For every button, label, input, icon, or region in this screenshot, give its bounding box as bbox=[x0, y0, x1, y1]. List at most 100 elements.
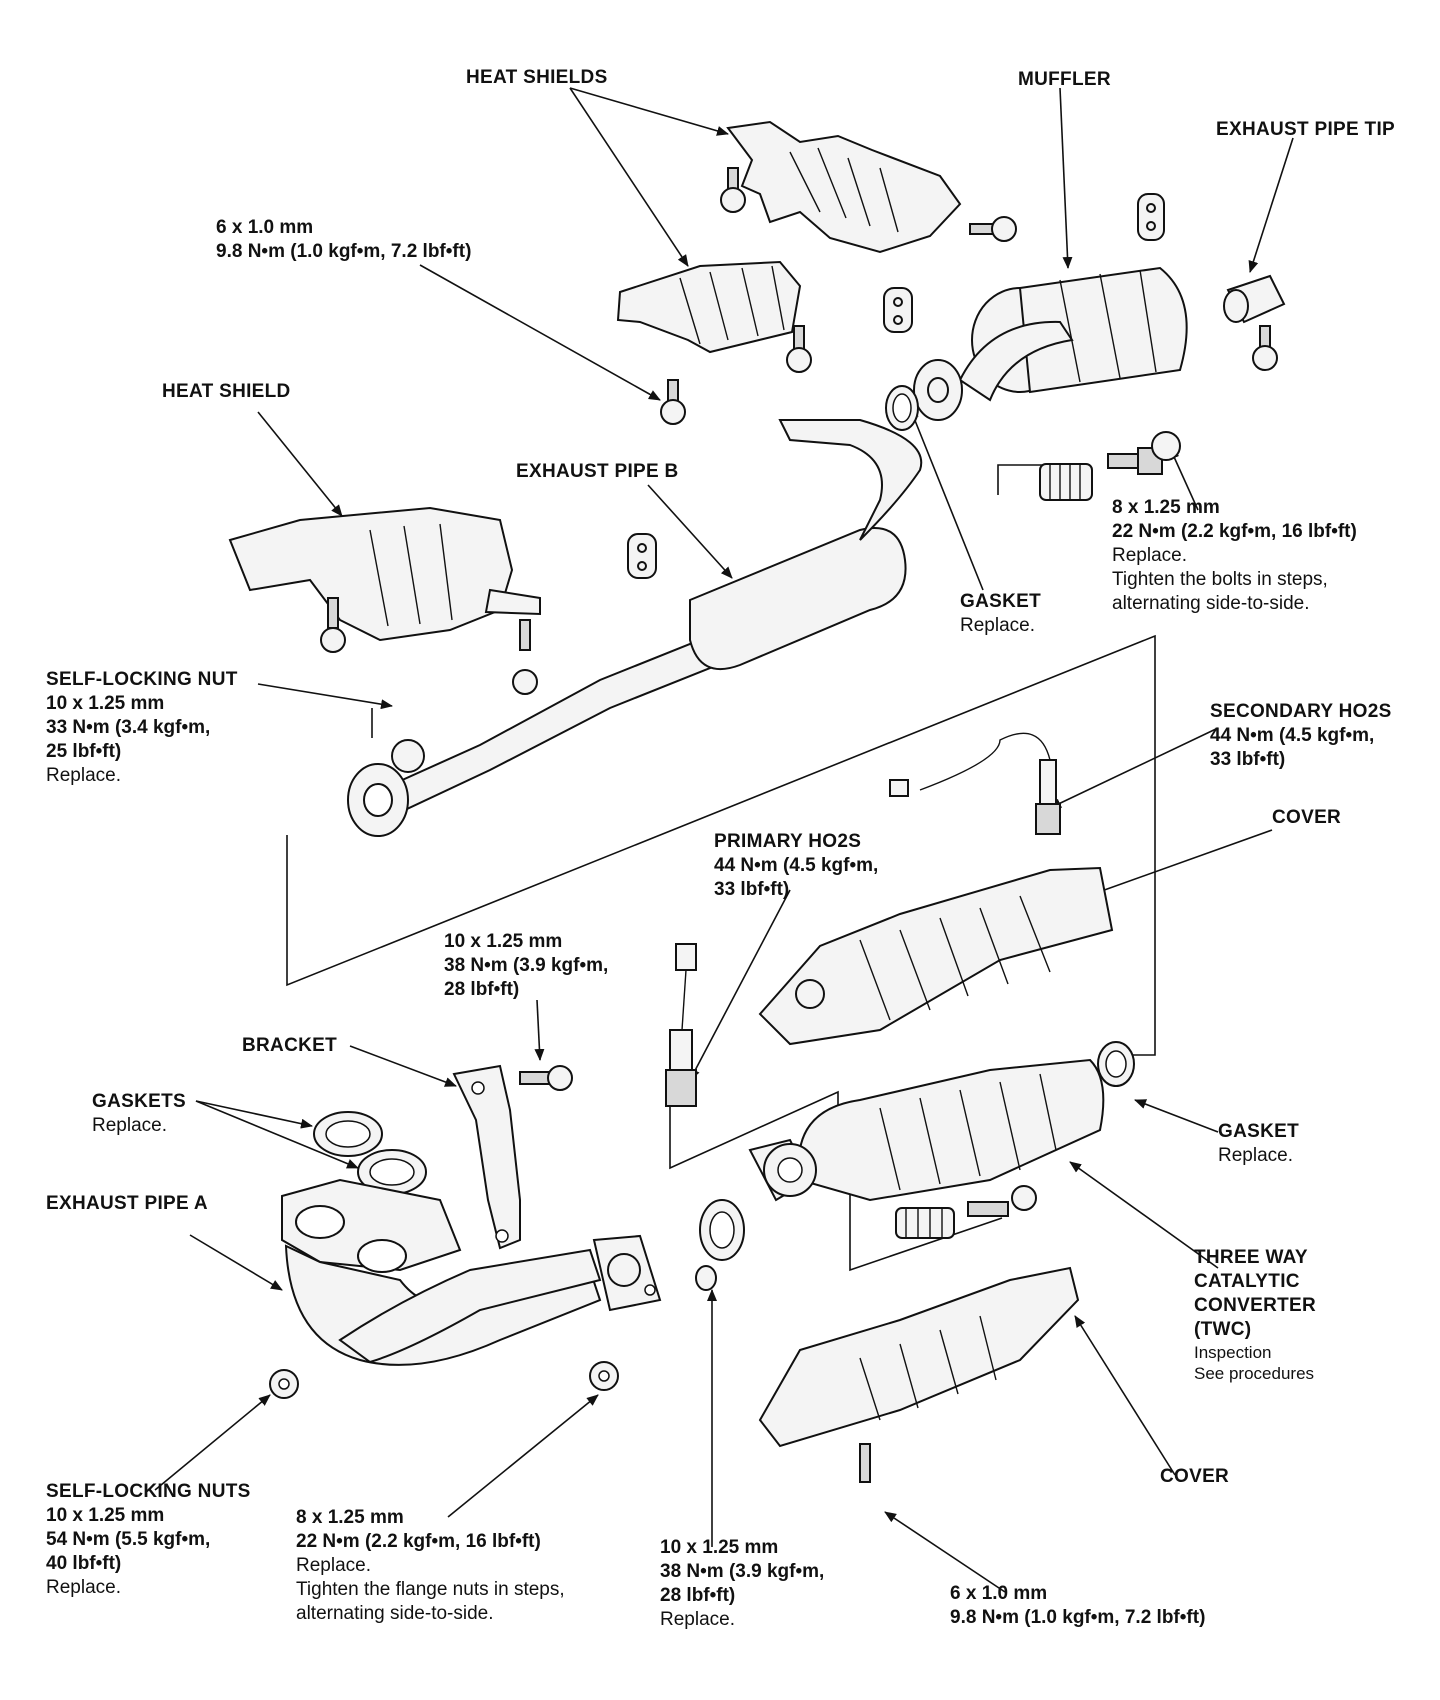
self-locking-nut-label: SELF-LOCKING NUT 10 x 1.25 mm 33 N•m (3.… bbox=[46, 668, 238, 788]
twc-title-line: THREE WAY bbox=[1194, 1247, 1308, 1268]
heat-shield-label: HEAT SHIELD bbox=[162, 380, 291, 404]
bolt-note: alternating side-to-side. bbox=[1112, 593, 1310, 614]
self-locking-nuts-label: SELF-LOCKING NUTS 10 x 1.25 mm 54 N•m (5… bbox=[46, 1480, 251, 1600]
heat-shields-title: HEAT SHIELDS bbox=[466, 67, 608, 88]
heat-shields-label: HEAT SHIELDS bbox=[466, 66, 608, 90]
gasket-title: GASKET bbox=[960, 591, 1041, 612]
heat-shield-middle bbox=[616, 260, 802, 354]
cover-top-label: COVER bbox=[1272, 806, 1341, 830]
heat-shield-title: HEAT SHIELD bbox=[162, 381, 291, 402]
bolt-size: 6 x 1.0 mm bbox=[216, 217, 314, 238]
bracket-label: BRACKET bbox=[242, 1034, 337, 1058]
cover-upper-drawing bbox=[758, 866, 1114, 1046]
bolt-note: Replace. bbox=[296, 1555, 371, 1576]
gasket-top-ring bbox=[885, 385, 919, 431]
muffler-drawing bbox=[913, 266, 1188, 421]
bolt-torque: 38 N•m (3.9 kgf•m, bbox=[444, 955, 609, 976]
nut-torque: 54 N•m (5.5 kgf•m, bbox=[46, 1529, 211, 1550]
bolt-note: Tighten the flange nuts in steps, bbox=[296, 1579, 565, 1600]
nut-note: Replace. bbox=[46, 1577, 121, 1598]
bolt-6x1-top-label: 6 x 1.0 mm 9.8 N•m (1.0 kgf•m, 7.2 lbf•f… bbox=[216, 216, 471, 264]
bolt-note: Tighten the bolts in steps, bbox=[1112, 569, 1328, 590]
gaskets-title: GASKETS bbox=[92, 1091, 186, 1112]
nut-torque: 33 N•m (3.4 kgf•m, bbox=[46, 717, 211, 738]
exhaust-pipe-b-title: EXHAUST PIPE B bbox=[516, 461, 679, 482]
twc-note: Inspection bbox=[1194, 1343, 1272, 1362]
bolt-torque: 22 N•m (2.2 kgf•m, 16 lbf•ft) bbox=[296, 1531, 541, 1552]
twc-title-line: (TWC) bbox=[1194, 1319, 1252, 1340]
self-locking-nuts-title: SELF-LOCKING NUTS bbox=[46, 1481, 251, 1502]
heat-shield-left-drawing bbox=[228, 506, 541, 695]
bolt-note: Replace. bbox=[660, 1609, 735, 1630]
gaskets-drawing bbox=[313, 1111, 427, 1195]
bolt-8x125-bottom-label: 8 x 1.25 mm 22 N•m (2.2 kgf•m, 16 lbf•ft… bbox=[296, 1506, 565, 1626]
bolt-size: 10 x 1.25 mm bbox=[660, 1537, 779, 1558]
bolt-size: 8 x 1.25 mm bbox=[296, 1507, 404, 1528]
gasket-note: Replace. bbox=[1218, 1145, 1293, 1166]
muffler-label: MUFFLER bbox=[1018, 68, 1111, 92]
twc-label: THREE WAY CATALYTIC CONVERTER (TWC) Insp… bbox=[1194, 1246, 1316, 1384]
gaskets-note: Replace. bbox=[92, 1115, 167, 1136]
exhaust-pipe-tip-label: EXHAUST PIPE TIP bbox=[1216, 118, 1395, 142]
twc-title-line: CONVERTER bbox=[1194, 1295, 1316, 1316]
sensor-torque: 44 N•m (4.5 kgf•m, bbox=[1210, 725, 1375, 746]
primary-ho2s-drawing bbox=[665, 943, 697, 1107]
bolt-torque: 22 N•m (2.2 kgf•m, 16 lbf•ft) bbox=[1112, 521, 1357, 542]
bolt-torque: 38 N•m (3.9 kgf•m, bbox=[660, 1561, 825, 1582]
gaskets-label: GASKETS Replace. bbox=[92, 1090, 186, 1138]
bolts-upper bbox=[660, 167, 1278, 425]
exhaust-pipe-b-label: EXHAUST PIPE B bbox=[516, 460, 679, 484]
nut-size: 10 x 1.25 mm bbox=[46, 1505, 165, 1526]
nuts-bottom bbox=[269, 1361, 619, 1399]
bolt-torque: 9.8 N•m (1.0 kgf•m, 7.2 lbf•ft) bbox=[950, 1607, 1206, 1628]
bolt-size: 6 x 1.0 mm bbox=[950, 1583, 1048, 1604]
exhaust-pipe-b-drawing bbox=[347, 419, 923, 837]
bolt-6x1-bottom-label: 6 x 1.0 mm 9.8 N•m (1.0 kgf•m, 7.2 lbf•f… bbox=[950, 1582, 1205, 1630]
leader-lines bbox=[154, 87, 1294, 1593]
twc-note: See procedures bbox=[1194, 1364, 1315, 1383]
primary-ho2s-title: PRIMARY HO2S bbox=[714, 831, 862, 852]
cover-title: COVER bbox=[1160, 1466, 1230, 1487]
muffler-springs bbox=[1039, 431, 1181, 501]
primary-ho2s-label: PRIMARY HO2S 44 N•m (4.5 kgf•m, 33 lbf•f… bbox=[714, 830, 878, 902]
gasket-title: GASKET bbox=[1218, 1121, 1299, 1142]
secondary-ho2s-drawing bbox=[889, 732, 1061, 835]
cover-lower-drawing bbox=[758, 1266, 1080, 1483]
nut-note: Replace. bbox=[46, 765, 121, 786]
twc-title-line: CATALYTIC bbox=[1194, 1271, 1300, 1292]
sensor-torque: 33 lbf•ft) bbox=[1210, 749, 1286, 770]
bolt-note: alternating side-to-side. bbox=[296, 1603, 494, 1624]
heat-shield-upper bbox=[726, 120, 962, 254]
rubber-hangers bbox=[627, 193, 1165, 579]
gasket-right-ring bbox=[1097, 1041, 1135, 1087]
bolt-note: Replace. bbox=[1112, 545, 1187, 566]
nut-size: 10 x 1.25 mm bbox=[46, 693, 165, 714]
exhaust-pipe-a-drawing bbox=[281, 1178, 662, 1366]
bolt-size: 8 x 1.25 mm bbox=[1112, 497, 1220, 518]
exhaust-pipe-tip-title: EXHAUST PIPE TIP bbox=[1216, 119, 1396, 140]
muffler-title: MUFFLER bbox=[1018, 69, 1111, 90]
bolt-torque: 9.8 N•m (1.0 kgf•m, 7.2 lbf•ft) bbox=[216, 241, 472, 262]
catalytic-converter-drawing bbox=[748, 1058, 1105, 1239]
self-locking-nut-title: SELF-LOCKING NUT bbox=[46, 669, 238, 690]
gasket-right-label: GASKET Replace. bbox=[1218, 1120, 1299, 1168]
cover-bottom-label: COVER bbox=[1160, 1465, 1229, 1489]
gasket-mid-ring bbox=[695, 1199, 745, 1291]
bolt-size: 10 x 1.25 mm bbox=[444, 931, 563, 952]
sensor-torque: 33 lbf•ft) bbox=[714, 879, 790, 900]
cover-title: COVER bbox=[1272, 807, 1342, 828]
bolt-8x125-top-label: 8 x 1.25 mm 22 N•m (2.2 kgf•m, 16 lbf•ft… bbox=[1112, 496, 1357, 616]
exhaust-tip-drawing bbox=[1223, 274, 1286, 324]
bolt-10x125-bottom-label: 10 x 1.25 mm 38 N•m (3.9 kgf•m, 28 lbf•f… bbox=[660, 1536, 824, 1632]
exhaust-pipe-a-title: EXHAUST PIPE A bbox=[46, 1193, 208, 1214]
secondary-ho2s-label: SECONDARY HO2S 44 N•m (4.5 kgf•m, 33 lbf… bbox=[1210, 700, 1392, 772]
sensor-torque: 44 N•m (4.5 kgf•m, bbox=[714, 855, 879, 876]
gasket-note: Replace. bbox=[960, 615, 1035, 636]
exhaust-pipe-a-label: EXHAUST PIPE A bbox=[46, 1192, 208, 1216]
gasket-top-label: GASKET Replace. bbox=[960, 590, 1041, 638]
bolt-torque: 28 lbf•ft) bbox=[660, 1585, 736, 1606]
bolt-torque: 28 lbf•ft) bbox=[444, 979, 520, 1000]
secondary-ho2s-title: SECONDARY HO2S bbox=[1210, 701, 1392, 722]
